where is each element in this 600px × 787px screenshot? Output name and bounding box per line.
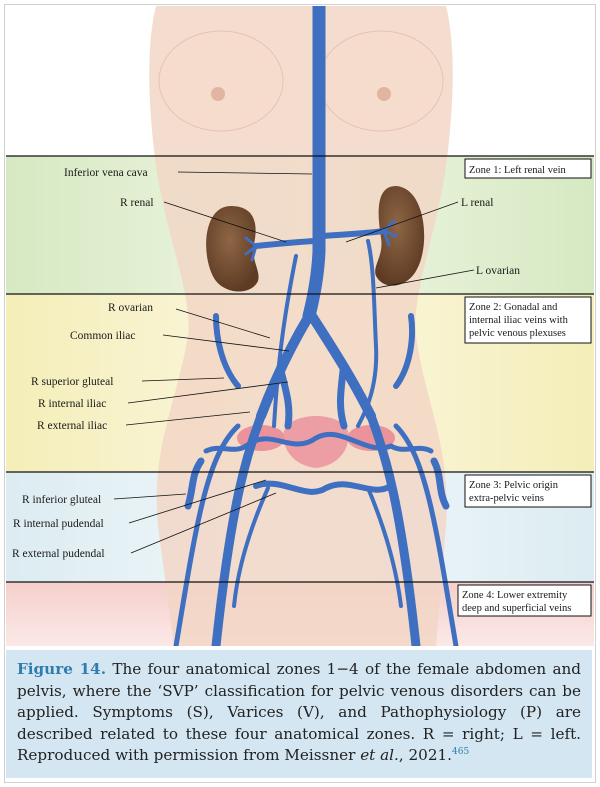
- zone-2-label-line2: internal iliac veins with: [469, 315, 569, 326]
- figure-caption: Figure 14. The four anatomical zones 1−4…: [6, 650, 592, 778]
- citation-reference[interactable]: 465: [452, 747, 469, 757]
- left-internal-iliac: [340, 371, 344, 426]
- caption-year: , 2021.: [399, 746, 452, 764]
- zone-2-box: Zone 2: Gonadal and internal iliac veins…: [465, 297, 591, 343]
- right-nipple: [377, 87, 391, 101]
- ivc-label: Inferior vena cava: [64, 167, 148, 179]
- caption-et-al: et al.: [360, 746, 399, 764]
- left-breast: [159, 31, 283, 131]
- zone-2-label-line3: pelvic venous plexuses: [469, 328, 566, 339]
- l-ovarian-label: L ovarian: [476, 265, 520, 277]
- r-inf-gluteal-label: R inferior gluteal: [22, 494, 101, 506]
- zone-4-box: Zone 4: Lower extremity deep and superfi…: [458, 585, 591, 616]
- r-renal-label: R renal: [120, 197, 154, 209]
- right-breast: [319, 31, 443, 131]
- zone-1-box: Zone 1: Left renal vein: [465, 159, 591, 178]
- common-iliac-label: Common iliac: [70, 330, 135, 342]
- r-int-iliac-label: R internal iliac: [38, 398, 106, 410]
- figure-number: Figure 14.: [17, 660, 106, 678]
- r-ovarian-label: R ovarian: [108, 302, 153, 314]
- zone-4-label-line2: deep and superficial veins: [462, 603, 571, 614]
- zone-3-box: Zone 3: Pelvic origin extra-pelvic veins: [465, 475, 591, 507]
- r-sup-gluteal-label: R superior gluteal: [31, 376, 113, 388]
- zone-3-label-line1: Zone 3: Pelvic origin: [469, 480, 559, 491]
- zone-2-label-line1: Zone 2: Gonadal and: [469, 302, 558, 313]
- l-renal-label: L renal: [461, 197, 493, 209]
- anatomical-illustration: Zone 1: Left renal vein Zone 2: Gonadal …: [6, 6, 594, 646]
- r-ext-iliac-label: R external iliac: [37, 420, 107, 432]
- zone-4-label-line1: Zone 4: Lower extremity: [462, 590, 568, 601]
- r-ext-pudendal-label: R external pudendal: [12, 548, 105, 560]
- zone-3-label-line2: extra-pelvic veins: [469, 493, 544, 504]
- r-int-pudendal-label: R internal pudendal: [13, 518, 104, 530]
- zone-1-label: Zone 1: Left renal vein: [469, 165, 567, 176]
- left-nipple: [211, 87, 225, 101]
